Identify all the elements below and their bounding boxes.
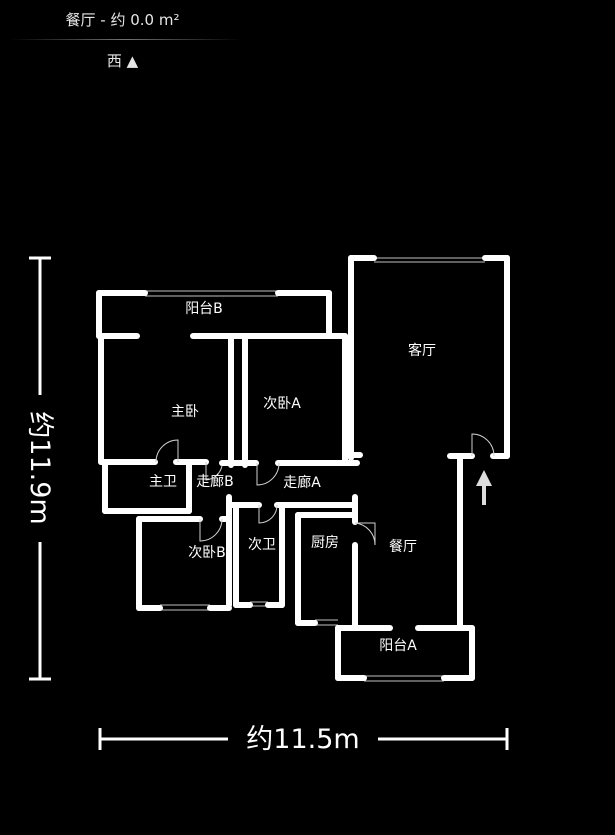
room-label-master-bedroom: 主卧 xyxy=(171,404,199,420)
doors xyxy=(155,433,495,546)
room-label-kitchen: 厨房 xyxy=(311,535,339,551)
room-label-dining-room: 餐厅 xyxy=(389,539,417,555)
walls xyxy=(96,255,510,681)
page-title: 餐厅 - 约 0.0 m² xyxy=(65,11,180,29)
width-dimension: 约11.5m xyxy=(98,724,509,755)
room-label-corridor-b: 走廊B xyxy=(196,473,234,490)
header-divider xyxy=(10,39,242,40)
room-label-second-bedroom-a: 次卧A xyxy=(263,396,301,412)
height-label: 约11.9m xyxy=(24,411,55,524)
room-label-second-bedroom-b: 次卧B xyxy=(188,545,226,561)
room-label-balcony-a: 阳台A xyxy=(379,638,417,654)
room-label-corridor-a: 走廊A xyxy=(283,474,321,491)
width-label: 约11.5m xyxy=(246,724,359,755)
height-dimension: 约11.9m xyxy=(24,256,55,681)
room-label-second-bath: 次卫 xyxy=(248,537,276,553)
arrow-up-icon xyxy=(476,470,492,505)
orientation-indicator: 西 ▲ xyxy=(106,52,139,70)
room-label-master-bath: 主卫 xyxy=(149,474,177,490)
windows xyxy=(145,257,485,682)
room-label-balcony-b: 阳台B xyxy=(185,301,223,317)
room-label-living-room: 客厅 xyxy=(408,342,436,359)
